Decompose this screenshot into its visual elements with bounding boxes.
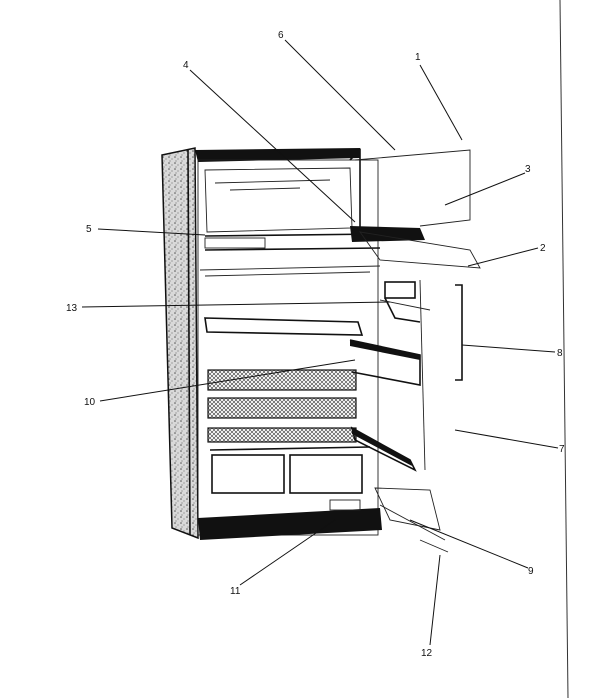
leader-5: [97, 228, 206, 236]
leader-3: [444, 172, 526, 206]
callout-labels: 1 2 3 4 5 6 7 8 9 10 11 12 13: [66, 30, 565, 659]
leader-8: [461, 344, 556, 353]
bottom-grille: [329, 487, 449, 553]
leader-12: [429, 554, 441, 646]
door-gasket: [455, 284, 463, 381]
callout-2: 2: [540, 243, 546, 254]
control-bracket: [384, 281, 421, 323]
shelf-lower: [207, 427, 357, 443]
freezer-shelf: [350, 226, 425, 242]
cabinet-side-panel: [161, 147, 199, 540]
callout-1: 1: [415, 52, 421, 63]
callout-5: 5: [86, 224, 92, 235]
leader-1: [419, 64, 463, 141]
leader-10: [99, 359, 356, 402]
callout-10: 10: [84, 397, 96, 408]
cabinet-liner: [197, 159, 379, 536]
callout-6: 6: [278, 30, 284, 41]
callout-4: 4: [183, 60, 189, 71]
fresh-food-section: [204, 317, 371, 494]
page-edge-line: [559, 0, 569, 698]
leader-lines: [81, 39, 559, 646]
callout-13: 13: [66, 303, 78, 314]
freezer-door: [199, 149, 481, 277]
crisper-right: [289, 454, 363, 494]
leader-11: [239, 519, 336, 586]
callout-3: 3: [525, 164, 531, 175]
callout-9: 9: [528, 566, 534, 577]
leader-9: [409, 519, 529, 569]
leader-4: [189, 69, 356, 223]
callout-7: 7: [559, 444, 565, 455]
cabinet-body: [161, 147, 382, 540]
callout-12: 12: [421, 648, 433, 659]
cabinet-top-edge: [195, 148, 360, 162]
freezer-compartment: [204, 148, 425, 251]
cabinet-base: [198, 508, 382, 540]
callout-11: 11: [230, 586, 241, 597]
callout-8: 8: [557, 348, 563, 359]
crisper-left: [211, 454, 285, 494]
shelf-middle: [207, 397, 357, 419]
shelf-upper: [207, 369, 357, 391]
leader-6: [284, 39, 396, 151]
leader-13: [81, 301, 391, 308]
freezer-shelf-tray: [204, 237, 266, 249]
leader-7: [454, 429, 559, 449]
leader-2: [467, 247, 539, 267]
